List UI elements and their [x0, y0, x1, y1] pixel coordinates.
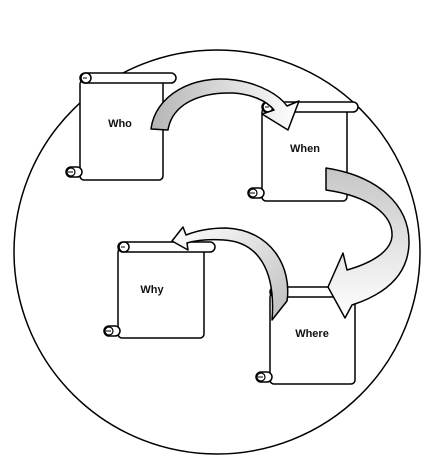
- enclosing-circle: [13, 49, 421, 455]
- scroll-who: Who: [65, 72, 177, 181]
- arrow-when-to-where: [325, 167, 410, 319]
- scroll-label-when: When: [290, 143, 320, 155]
- scroll-label-who: Who: [108, 118, 132, 130]
- arrow-who-to-when: [150, 78, 300, 131]
- scroll-label-why: Why: [140, 284, 164, 296]
- arrow-where-to-why: [171, 226, 289, 321]
- scroll-why: Why: [103, 241, 216, 339]
- scroll-label-where: Where: [295, 328, 329, 340]
